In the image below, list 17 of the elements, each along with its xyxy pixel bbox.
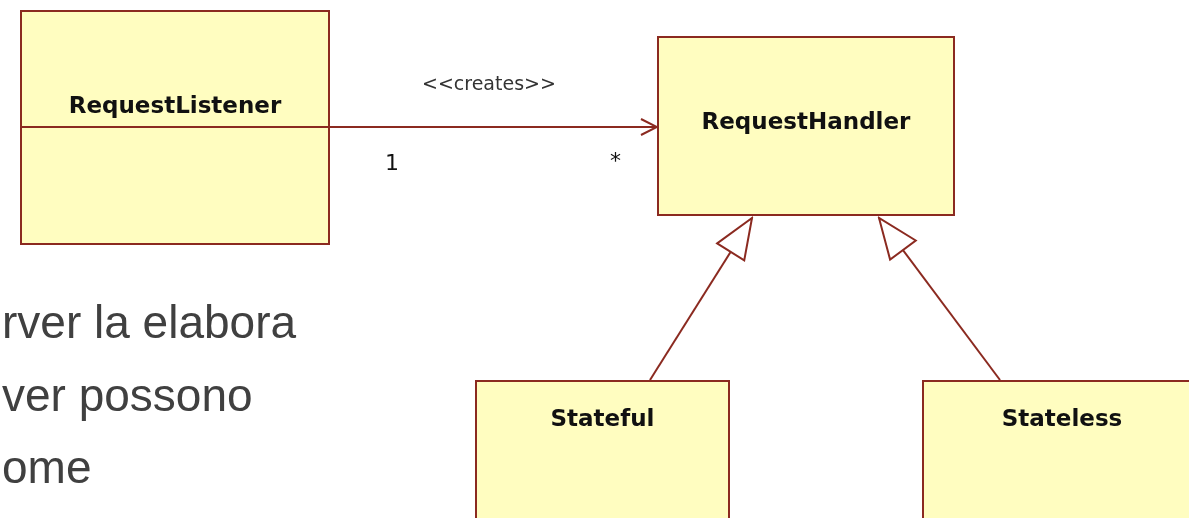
body-text: rver la elabora (2, 295, 297, 349)
class-name: Stateful (549, 405, 656, 431)
edge-label: <<creates>> (422, 72, 556, 94)
association-arrow (329, 118, 658, 136)
generalization-arrow (878, 217, 1001, 381)
multiplicity-label: 1 (385, 150, 399, 175)
class-name: RequestHandler (700, 108, 912, 134)
class-name: RequestListener (67, 92, 283, 118)
body-text: ome (2, 440, 92, 494)
class-box (475, 380, 730, 518)
class-box (20, 10, 330, 245)
multiplicity-label: * (610, 148, 621, 173)
body-text: ver possono (2, 368, 253, 422)
class-name: Stateless (1000, 405, 1124, 431)
generalization-arrow (649, 217, 753, 381)
class-box (922, 380, 1189, 518)
class-box (657, 36, 955, 216)
